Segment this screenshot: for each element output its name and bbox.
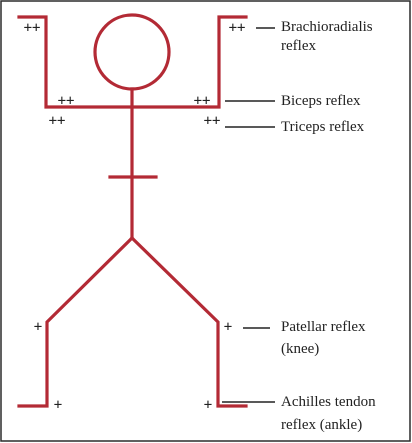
triceps-label-line-1: Triceps reflex (281, 119, 365, 135)
stick-figure (17, 13, 248, 408)
figure-left-leg (17, 235, 135, 408)
reflex-grades: ++ ++ ++ ++ ++ ++ + + + + (24, 20, 246, 413)
grade-right-achilles: + (204, 397, 212, 413)
grade-right-patellar: + (224, 319, 232, 335)
grade-left-patellar: + (34, 319, 42, 335)
achilles-label-line-1: Achilles tendon (281, 394, 376, 410)
grade-left-achilles: + (54, 397, 62, 413)
grade-left-triceps: ++ (49, 113, 66, 129)
triceps-label: Triceps reflex (281, 119, 365, 135)
grade-left-biceps: ++ (58, 93, 75, 109)
patellar-label-line-1: Patellar reflex (281, 319, 366, 335)
patellar-label: Patellar reflex (knee) (281, 319, 369, 357)
brachioradialis-label-line-2: reflex (281, 38, 316, 54)
brachioradialis-label-line-1: Brachioradialis (281, 19, 373, 35)
grade-right-brachioradialis: ++ (229, 20, 246, 36)
patellar-label-line-2: (knee) (281, 341, 319, 357)
grade-right-triceps: ++ (204, 113, 221, 129)
label-leaders (222, 27, 275, 403)
achilles-label: Achilles tendon reflex (ankle) (281, 394, 379, 433)
brachioradialis-label: Brachioradialis reflex (281, 19, 376, 54)
biceps-label-line-1: Biceps reflex (281, 93, 361, 109)
reflex-labels: Brachioradialis reflex Biceps reflex Tri… (281, 19, 379, 433)
grade-left-brachioradialis: ++ (24, 20, 41, 36)
biceps-label: Biceps reflex (281, 93, 361, 109)
achilles-label-line-2: reflex (ankle) (281, 417, 362, 433)
grade-right-biceps: ++ (194, 93, 211, 109)
figure-arms (17, 15, 248, 109)
figure-right-leg (129, 235, 248, 408)
